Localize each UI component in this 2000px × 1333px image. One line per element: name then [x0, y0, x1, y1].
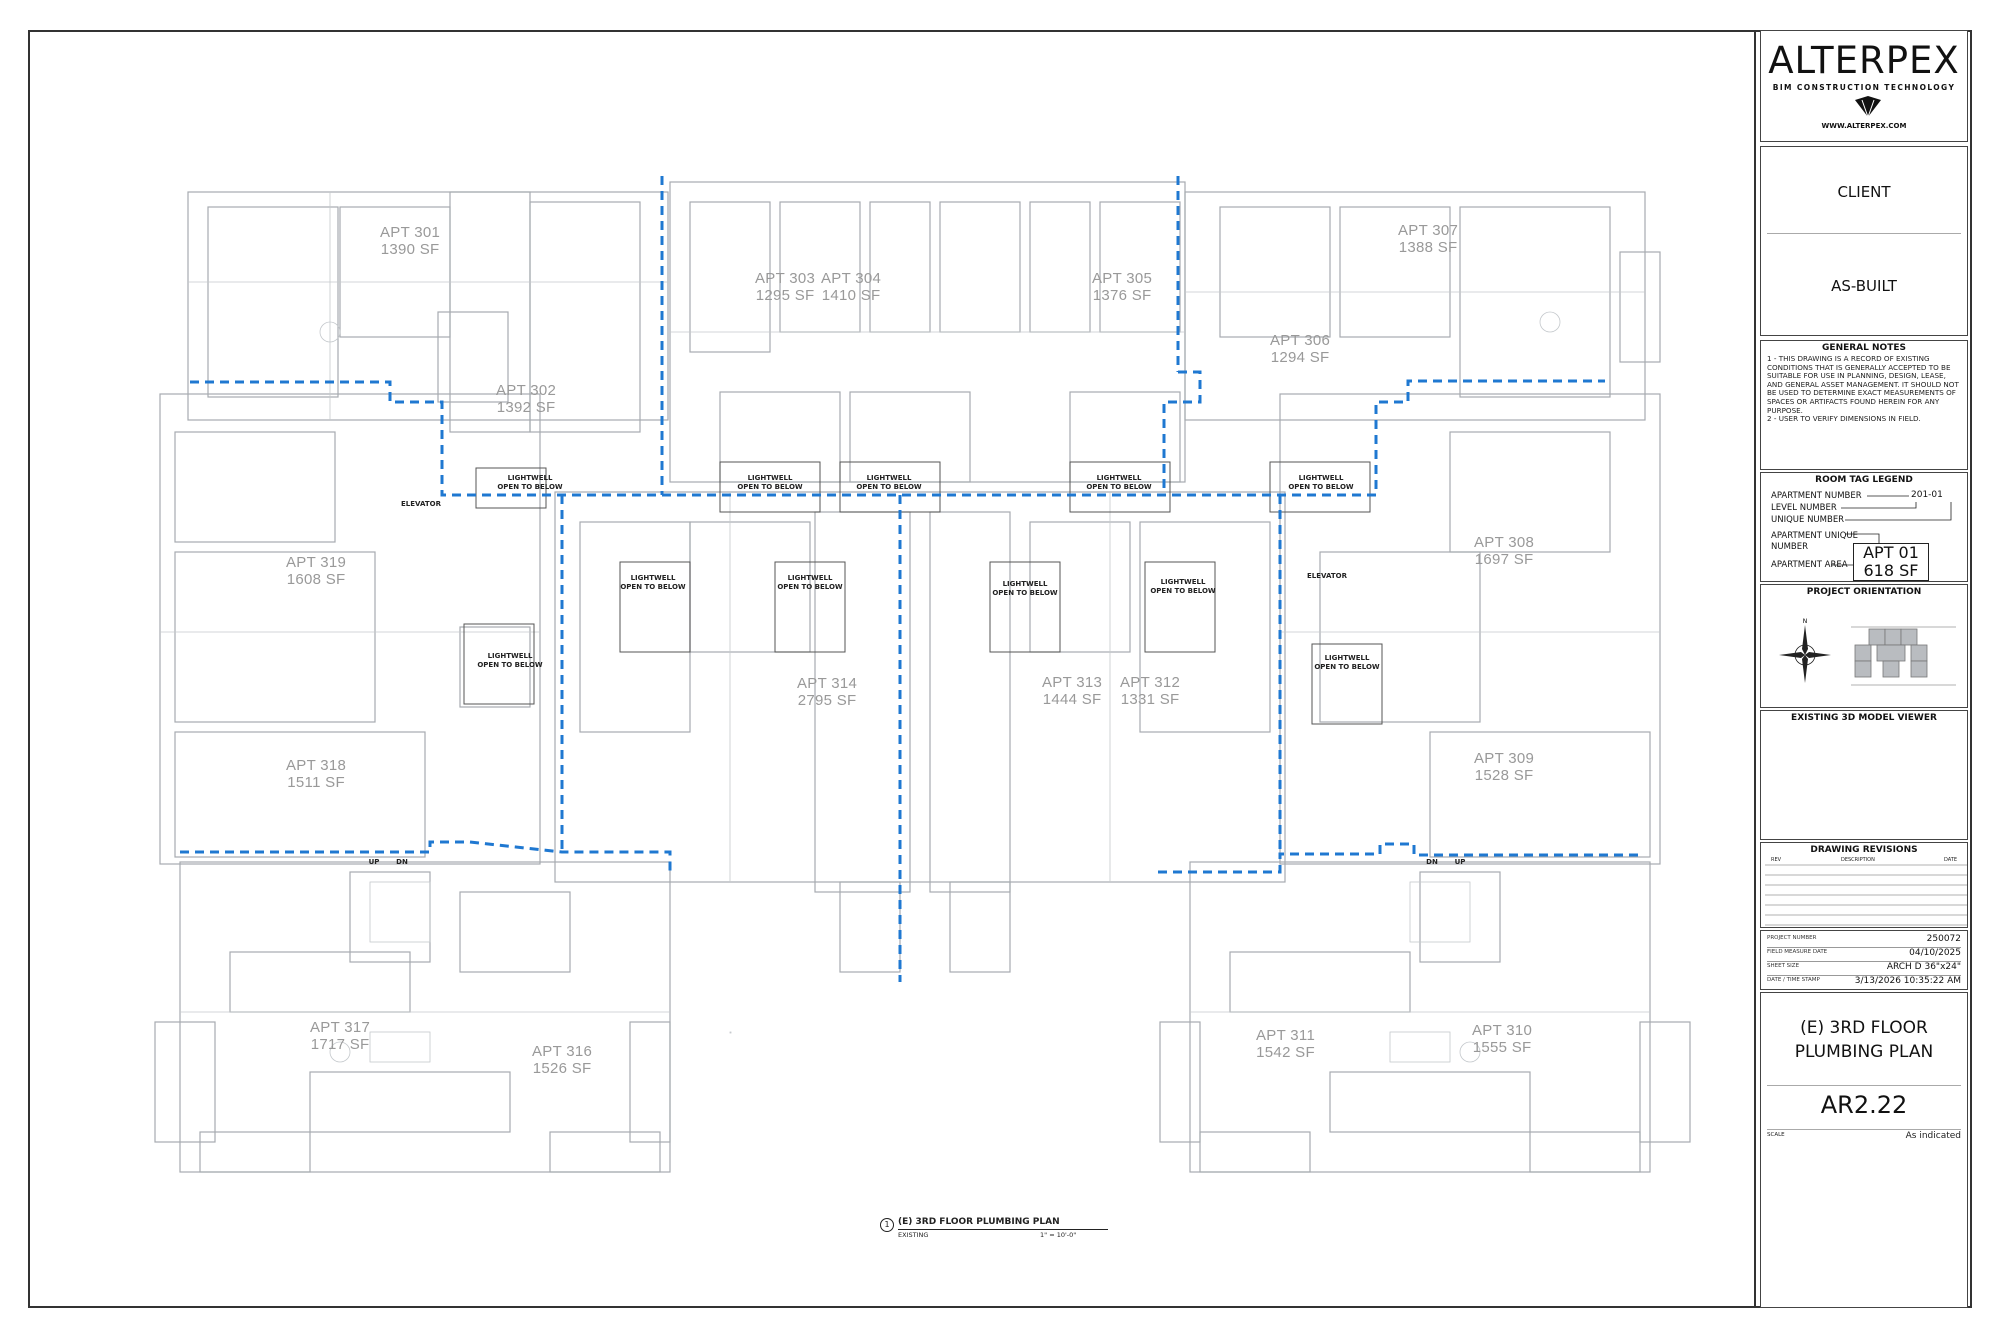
sheet-border: [28, 30, 1972, 1308]
title-block: ALTERPEX BIM CONSTRUCTION TECHNOLOGY WWW…: [1754, 30, 1972, 1308]
floor-plan-drawing: [154, 176, 1691, 1173]
company-tagline: BIM CONSTRUCTION TECHNOLOGY: [1772, 83, 1956, 92]
sheet-title-line-2: PLUMBING PLAN: [1794, 1042, 1934, 1062]
sheet-title-divider: [1767, 1085, 1961, 1086]
elevator-label: ELEVATOR: [401, 500, 441, 508]
status-label: AS-BUILT: [1831, 277, 1897, 295]
stair-dn-label: DN: [1426, 858, 1438, 866]
stair-dn-label: DN: [396, 858, 408, 866]
general-notes-header: GENERAL NOTES: [1822, 343, 1906, 353]
elevator-label: ELEVATOR: [1307, 572, 1347, 580]
rev-col-description: DESCRIPTION: [1841, 857, 1875, 863]
sheet-title-line-1: (E) 3RD FLOOR: [1800, 1018, 1928, 1038]
compass-rose-icon: N: [1779, 618, 1831, 683]
legend-sample-code: 201-01: [1911, 490, 1943, 500]
scale-row: SCALE As indicated: [1767, 1129, 1961, 1141]
legend-sample-area: 618 SF: [1863, 561, 1919, 580]
drawing-revisions-panel: DRAWING REVISIONS REV DESCRIPTION DATE: [1760, 842, 1968, 928]
project-orientation-header: PROJECT ORIENTATION: [1806, 587, 1922, 597]
legend-sample-tag: APT 01 618 SF: [1853, 543, 1929, 581]
view-subtitle: EXISTING: [898, 1231, 929, 1239]
model-viewer-header: EXISTING 3D MODEL VIEWER: [1791, 713, 1937, 723]
room-tag-legend-header: ROOM TAG LEGEND: [1815, 475, 1913, 485]
general-notes-panel: GENERAL NOTES 1 - THIS DRAWING IS A RECO…: [1760, 340, 1968, 470]
scale-value: As indicated: [1905, 1131, 1961, 1141]
client-divider: [1767, 233, 1961, 234]
revision-grid: [1765, 864, 1967, 926]
legend-leader-lines: [1831, 495, 1952, 566]
legend-unique-number: UNIQUE NUMBER: [1771, 515, 1845, 525]
legend-level-number: LEVEL NUMBER: [1771, 503, 1837, 513]
legend-apartment-number: APARTMENT NUMBER: [1771, 491, 1862, 501]
drawing-revisions-header: DRAWING REVISIONS: [1810, 845, 1918, 855]
legend-apartment-unique-1: APARTMENT UNIQUE: [1771, 531, 1859, 541]
rev-col-date: DATE: [1943, 857, 1957, 863]
legend-sample-apt: APT 01: [1863, 543, 1919, 562]
rev-col-rev: REV: [1771, 857, 1782, 863]
legend-apartment-unique-2: NUMBER: [1771, 542, 1809, 552]
compass-n: N: [1803, 618, 1808, 625]
sheet-number: AR2.22: [1820, 1091, 1908, 1119]
orientation-key-plan: [1851, 626, 1956, 686]
client-panel: CLIENT AS-BUILT: [1760, 146, 1968, 336]
logo-panel: ALTERPEX BIM CONSTRUCTION TECHNOLOGY WWW…: [1760, 30, 1968, 142]
view-scale: 1" = 10'-0": [1040, 1231, 1077, 1239]
company-logo-name: ALTERPEX: [1768, 39, 1960, 82]
room-tag-legend-panel: ROOM TAG LEGEND APARTMENT NUMBER 201-01 …: [1760, 472, 1968, 582]
company-url: WWW.ALTERPEX.COM: [1821, 122, 1907, 130]
scale-key: SCALE: [1767, 1132, 1785, 1138]
view-title-underline: [898, 1229, 1108, 1230]
client-label: CLIENT: [1837, 183, 1891, 201]
sheet-title-panel: (E) 3RD FLOOR PLUMBING PLAN AR2.22 SCALE…: [1760, 992, 1968, 1308]
view-title-text: (E) 3RD FLOOR PLUMBING PLAN: [898, 1217, 1060, 1227]
project-orientation-panel: PROJECT ORIENTATION N: [1760, 584, 1968, 708]
stair-up-label: UP: [368, 858, 380, 866]
unit-boundary-lines: [180, 176, 1640, 982]
model-viewer-panel: EXISTING 3D MODEL VIEWER: [1760, 710, 1968, 840]
legend-apartment-area: APARTMENT AREA: [1771, 560, 1848, 570]
view-number: 1: [880, 1218, 894, 1232]
general-notes-text: 1 - THIS DRAWING IS A RECORD OF EXISTING…: [1767, 354, 1959, 424]
diamond-logo-icon: [1855, 96, 1881, 118]
stair-up-label: UP: [1454, 858, 1466, 866]
